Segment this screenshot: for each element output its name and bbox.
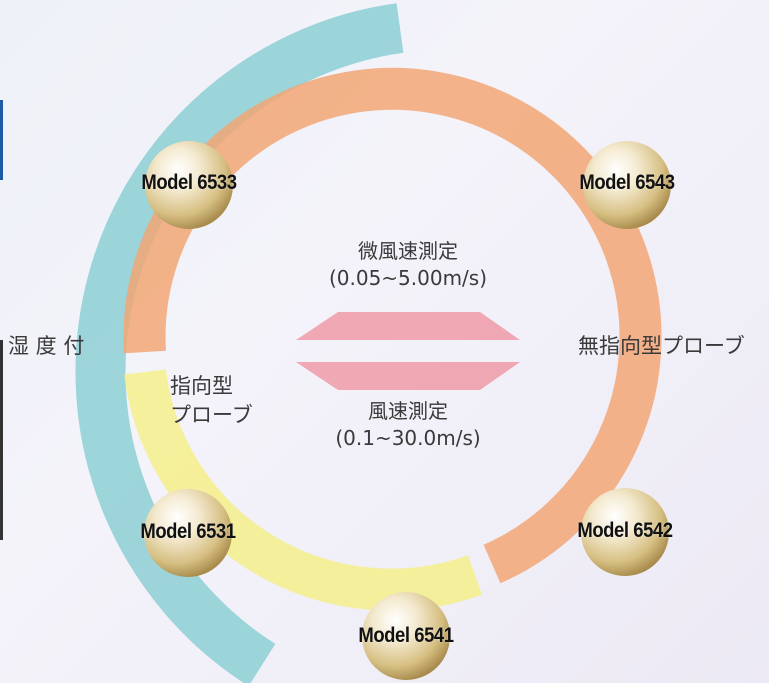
directional-probe-label: 指向型 プローブ [170,372,253,430]
directional-probe-line2: プローブ [170,403,253,427]
humidity-label: 湿 度 付 [8,334,85,358]
sphere-6543 [583,141,671,229]
humidity-ring [75,3,404,683]
directional-probe-line1: 指向型 [170,374,233,398]
low-speed-range: (0.05~5.00m/s) [328,266,488,290]
model-6531-label: Model 6531 [140,520,236,543]
sphere-6541 [362,592,450,680]
sphere-6542 [581,488,669,576]
low-speed-arrow [296,312,520,340]
omni-probe-label: 無指向型プローブ [578,334,745,358]
speed-range: (0.1~30.0m/s) [335,426,481,450]
low-speed-title: 微風速測定 [358,239,458,263]
speed-title: 風速測定 [368,399,448,423]
speed-arrow [296,362,520,390]
speed-label: 風速測定 (0.1~30.0m/s) [268,398,548,452]
model-6542-label: Model 6542 [577,519,673,542]
edge-mark-top [0,100,3,180]
model-6541-label: Model 6541 [358,624,454,647]
sphere-6533 [145,141,233,229]
model-6543-label: Model 6543 [579,171,675,194]
directional-probe-ring [124,369,483,611]
sphere-6531 [144,489,232,577]
low-speed-label: 微風速測定 (0.05~5.00m/s) [268,238,548,292]
edge-mark-bottom [0,340,3,540]
model-6533-label: Model 6533 [141,171,237,194]
